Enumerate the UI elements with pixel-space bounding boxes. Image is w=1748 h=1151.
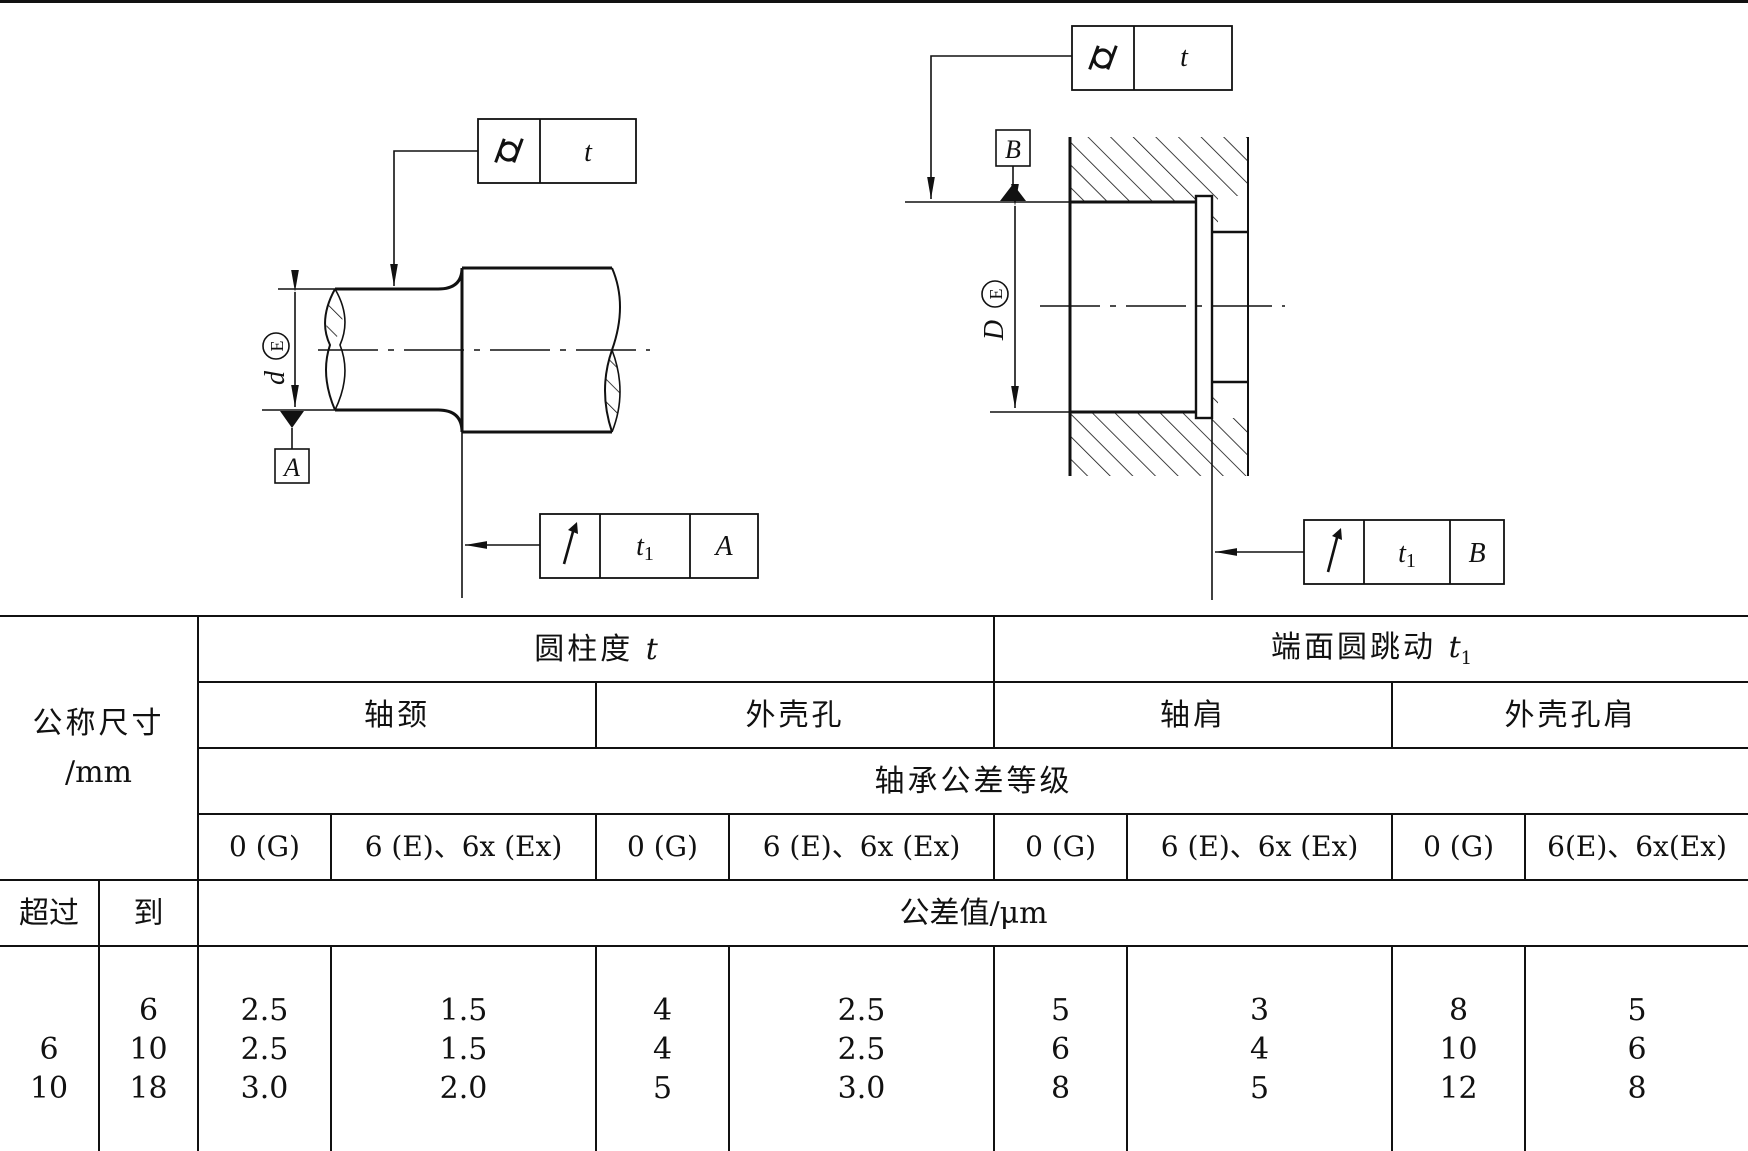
housing-dim-modifier: E [986, 289, 1006, 300]
runout-arrow-icon [562, 527, 576, 565]
cylindricity-symbol-icon: ⌭ [494, 127, 525, 172]
grade-cell: 0 (G) [595, 813, 730, 881]
grade-cell: 6(E)、6x(Ex) [1524, 813, 1748, 881]
runout-frame-left: t1 A [539, 513, 759, 579]
runout-frame-right: t1 B [1303, 519, 1505, 585]
journal-header: 轴颈 [198, 681, 597, 749]
cylindricity-frame-left: ⌭ t [477, 118, 637, 184]
nominal-size-label: 公称尺寸 [32, 706, 165, 741]
cylindricity-symbol: t [645, 631, 658, 667]
grade-cell: 0 (G) [198, 813, 332, 881]
svg-text:t1: t1 [636, 531, 654, 565]
runout-group-header: 端面圆跳动 t1 [993, 615, 1748, 683]
housing-dim-letter: D [979, 320, 1010, 341]
shaft-dim-letter: d [260, 370, 291, 385]
runout-symbol: t [1448, 629, 1461, 665]
grade-cell: 6 (E)、6x (Ex) [1126, 813, 1394, 881]
datum-label-a: A [282, 453, 300, 482]
to-header: 到 [98, 879, 199, 947]
tolerance-table: 公称尺寸 /mm 圆柱度 t 端面圆跳动 t1 轴颈 外壳孔 轴肩 外壳孔肩 轴… [0, 615, 1748, 1151]
datum-triangle-a [280, 411, 304, 428]
housing-bore-header: 外壳孔 [594, 681, 996, 749]
runout-value-right: t [1398, 538, 1407, 569]
cylindricity-frame-right: ⌭ t [1071, 25, 1233, 91]
runout-value-left: t [636, 531, 645, 562]
housing-shoulder-header: 外壳孔肩 [1391, 681, 1748, 749]
over-header: 超过 [0, 879, 100, 947]
grade-cell: 6 (E)、6x (Ex) [330, 813, 597, 881]
svg-text:t1: t1 [1398, 538, 1416, 572]
cylindricity-value-right: t [1180, 42, 1189, 73]
runout-datum-left: A [713, 531, 733, 562]
datum-label-b: B [1005, 135, 1021, 164]
bearing-fit-drawing: d E A ⌭ t t1 A [260, 25, 1505, 600]
housing-view: D E B ⌭ t t1 B [905, 25, 1505, 600]
grade-cell: 6 (E)、6x (Ex) [727, 813, 996, 881]
top-rule [0, 0, 1748, 3]
nominal-size-header: 公称尺寸 /mm [0, 615, 199, 881]
cylindricity-group-header: 圆柱度 t [196, 615, 996, 683]
runout-symbol-sub: 1 [1460, 647, 1473, 669]
cylindricity-symbol-icon-right: ⌭ [1088, 34, 1119, 79]
shaft-dim-modifier: E [267, 341, 287, 352]
runout-value-right-sub: 1 [1406, 550, 1416, 572]
grade-cell: 0 (G) [993, 813, 1129, 881]
runout-arrow-icon-right [1326, 533, 1340, 573]
nominal-size-unit: /mm [64, 755, 132, 790]
shaft-view: d E A ⌭ t t1 A [260, 118, 759, 598]
cylindricity-value-left: t [584, 137, 593, 168]
runout-datum-right: B [1468, 538, 1485, 569]
shaft-shoulder-header: 轴肩 [993, 681, 1394, 749]
tolerance-unit-header: 公差值/μm [196, 879, 1748, 947]
bearing-grade-header: 轴承公差等级 [198, 747, 1748, 815]
runout-value-left-sub: 1 [644, 543, 654, 565]
grade-cell: 0 (G) [1391, 813, 1527, 881]
